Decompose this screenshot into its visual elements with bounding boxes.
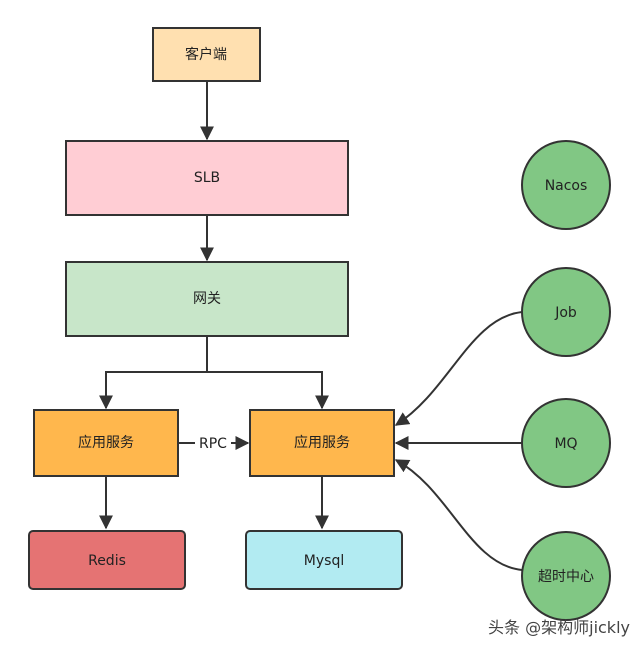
mq-label: MQ	[554, 436, 577, 452]
node-slb: SLB	[65, 140, 349, 216]
node-job: Job	[521, 267, 611, 357]
gateway-label: 网关	[193, 291, 221, 307]
nacos-circle	[521, 140, 611, 230]
node-nacos: Nacos	[521, 140, 611, 230]
edges	[99, 82, 523, 571]
node-client: 客户端	[152, 27, 261, 82]
timeout-center-circle	[521, 531, 611, 621]
node-mysql: Mysql	[245, 530, 403, 590]
node-timeout-center: 超时中心	[521, 531, 611, 621]
client-box	[152, 27, 261, 82]
mysql-box	[245, 530, 403, 590]
watermark: 头条 @架构师jickly	[488, 618, 630, 637]
mysql-label: Mysql	[304, 553, 344, 569]
service-left-label: 应用服务	[78, 434, 134, 451]
edge-gateway-service-right	[207, 371, 329, 410]
edge-gateway-service-left	[99, 336, 208, 410]
redis-label: Redis	[88, 553, 126, 569]
redis-box	[28, 530, 186, 590]
edge-timeout-service	[394, 459, 523, 571]
job-label: Job	[554, 305, 577, 321]
service-right-label: 应用服务	[294, 434, 350, 451]
node-redis: Redis	[28, 530, 186, 590]
edge-job-service	[394, 311, 523, 426]
node-mq: MQ	[521, 398, 611, 488]
node-service-left: 应用服务	[33, 409, 179, 477]
job-circle	[521, 267, 611, 357]
service-right-box	[249, 409, 395, 477]
mq-circle	[521, 398, 611, 488]
nacos-label: Nacos	[545, 178, 588, 194]
timeout-center-label: 超时中心	[538, 569, 594, 585]
rpc-label: RPC	[199, 436, 227, 452]
slb-box	[65, 140, 349, 216]
slb-label: SLB	[194, 170, 220, 186]
node-service-right: 应用服务	[249, 409, 395, 477]
client-label: 客户端	[185, 46, 227, 63]
gateway-box	[65, 261, 349, 337]
node-gateway: 网关	[65, 261, 349, 337]
service-left-box	[33, 409, 179, 477]
